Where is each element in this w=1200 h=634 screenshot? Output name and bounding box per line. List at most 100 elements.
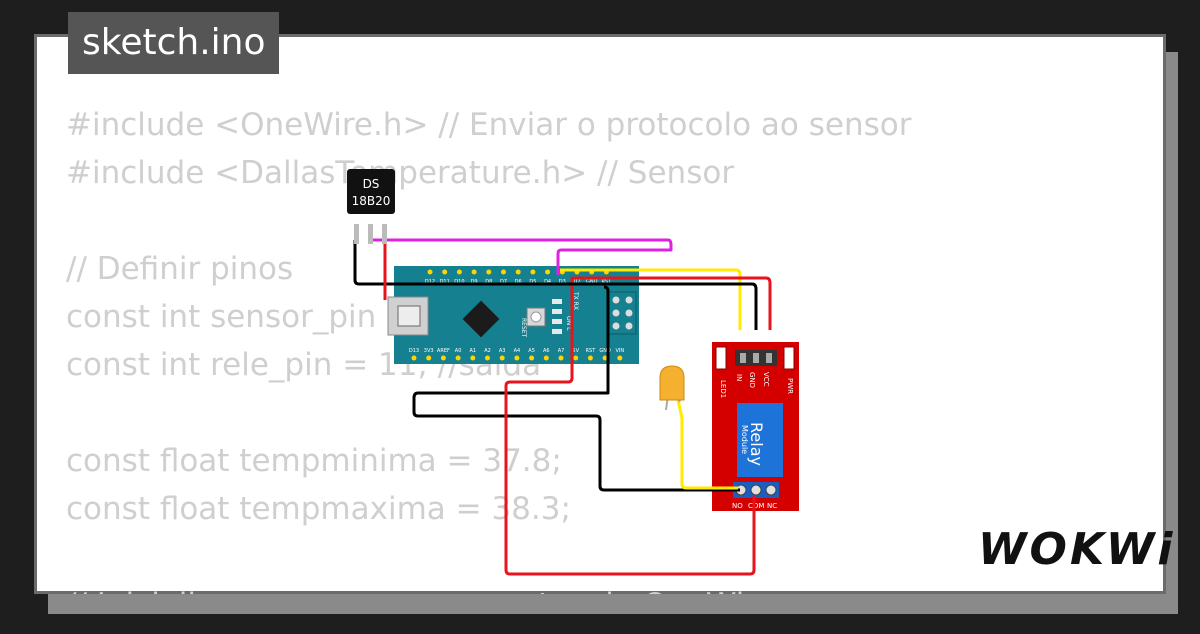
pin-header-top[interactable]: [515, 269, 521, 275]
pin-label-bottom: A7: [558, 348, 565, 354]
pin-header-bottom[interactable]: [514, 355, 520, 361]
pin-label-bottom: RST: [586, 348, 597, 354]
relay-pin-vcc: VCC: [762, 372, 770, 387]
pin-label-top: D3: [559, 279, 566, 285]
pin-header-top[interactable]: [501, 269, 506, 275]
terminal-screw-icon: [750, 484, 762, 496]
pin-label-bottom: 5V: [572, 348, 579, 354]
txrx-label: TX RX: [572, 291, 579, 310]
pin-label-top: D2: [573, 279, 580, 285]
relay-terminal-com: COM: [748, 502, 764, 510]
pin-label-bottom: A6: [543, 348, 550, 354]
code-line: #include <OneWire.h> // Enviar o protoco…: [66, 107, 912, 143]
pin-header-top[interactable]: [456, 269, 462, 275]
pin-header-top[interactable]: [427, 269, 433, 275]
pin-label-top: D5: [529, 279, 536, 285]
ds18b20-sensor[interactable]: DS 18B20: [347, 169, 395, 244]
pin-header-bottom[interactable]: [455, 355, 461, 361]
usb-port-icon: [397, 305, 421, 327]
wire-gnd-loop[interactable]: [412, 285, 740, 492]
relay-pin-in: IN: [735, 374, 743, 381]
pin-label-top: D8: [485, 279, 492, 285]
pin-header-top[interactable]: [530, 269, 536, 275]
pin-header-bottom[interactable]: [602, 355, 608, 361]
pin-header-top[interactable]: [486, 269, 492, 275]
reset-label: RESET: [520, 318, 527, 338]
pin-label-bottom: A3: [499, 348, 506, 354]
pin-label-bottom: A4: [514, 348, 521, 354]
code-line: const float tempmaxima = 38.3;: [66, 491, 571, 527]
relay-pwr-label: PWR: [786, 378, 794, 394]
wire-vcc-red[interactable]: [570, 276, 772, 334]
arduino-bottom-header: [411, 355, 623, 361]
pin-label-top: D6: [515, 279, 522, 285]
code-line: #include <DallasTemperature.h> // Sensor: [66, 155, 735, 191]
on-label: ON L: [565, 316, 572, 331]
shadow-bottom: [48, 594, 1178, 614]
code-line: // Definir pinos: [66, 251, 294, 287]
sensor-label-2: 18B20: [352, 194, 391, 208]
led-component[interactable]: [659, 365, 685, 411]
sensor-label-1: DS: [363, 177, 380, 191]
wire-led-yellow[interactable]: [676, 399, 738, 490]
pin-label-top: D10: [454, 279, 464, 285]
wokwi-logo: WOKWi: [978, 524, 1176, 575]
pin-header-bottom[interactable]: [499, 355, 505, 361]
led-l: [552, 329, 562, 334]
pin-header-bottom[interactable]: [573, 355, 579, 361]
wire-data-magenta[interactable]: [371, 238, 673, 275]
relay-terminal-no: NO: [732, 502, 743, 510]
pin-header-bottom[interactable]: [470, 355, 476, 361]
pin-label-top: GND: [586, 279, 598, 285]
pin-label-bottom: A2: [484, 348, 491, 354]
pin-label-bottom: AREF: [437, 348, 450, 354]
arduino-board: [394, 266, 639, 364]
pin-header-top[interactable]: [442, 269, 448, 275]
mcu-chip: [462, 300, 500, 338]
pin-label-bottom: A0: [455, 348, 462, 354]
pin-header-bottom[interactable]: [617, 355, 623, 361]
pin-label-bottom: A5: [528, 348, 535, 354]
wires: [353, 238, 772, 576]
wire-relay-com-red[interactable]: [504, 330, 756, 576]
pin-label-top: RST: [602, 279, 613, 285]
pin-header-bottom[interactable]: [529, 355, 535, 361]
wire-signal-yellow[interactable]: [560, 268, 742, 330]
code-line: const float tempminima = 37.8;: [66, 443, 562, 479]
terminal-screw-icon: [765, 484, 777, 496]
pin-label-bottom: A1: [469, 348, 476, 354]
pin-header-bottom[interactable]: [426, 355, 432, 361]
pin-label-bottom: 3V3: [424, 348, 434, 354]
pin-label-top: D7: [500, 279, 507, 285]
led-tx: [552, 299, 562, 304]
pin-label-top: D9: [471, 279, 478, 285]
pin-label-top: D4: [544, 279, 551, 285]
pin-label-bottom: GND: [599, 348, 611, 354]
pin-header-top[interactable]: [545, 269, 551, 275]
relay-coil-box: [737, 403, 783, 477]
relay-terminal-nc: NC: [767, 502, 777, 510]
led-rx: [552, 309, 562, 314]
pin-label-bottom: D13: [409, 348, 419, 354]
relay-pin-gnd: GND: [748, 372, 756, 388]
wire-gnd-black[interactable]: [353, 240, 758, 330]
file-tab[interactable]: sketch.ino: [68, 12, 280, 74]
pin-header-bottom[interactable]: [411, 355, 417, 361]
pin-header-bottom[interactable]: [543, 355, 549, 361]
relay-module[interactable]: IN GND VCC LED1 PWR Relay Module NO COM …: [712, 342, 799, 511]
relay-title: Relay: [747, 422, 766, 466]
pin-header-bottom[interactable]: [440, 355, 446, 361]
pin-header-bottom[interactable]: [558, 355, 564, 361]
pin-label-bottom: VIN: [615, 348, 624, 354]
pin-label-top: D11: [440, 279, 450, 285]
pin-header-bottom[interactable]: [587, 355, 593, 361]
pin-header-top[interactable]: [471, 269, 477, 275]
pin-header-bottom[interactable]: [485, 355, 490, 361]
led-bulb: [659, 365, 685, 401]
led-on: [552, 319, 562, 324]
relay-led1-label: LED1: [719, 380, 727, 398]
